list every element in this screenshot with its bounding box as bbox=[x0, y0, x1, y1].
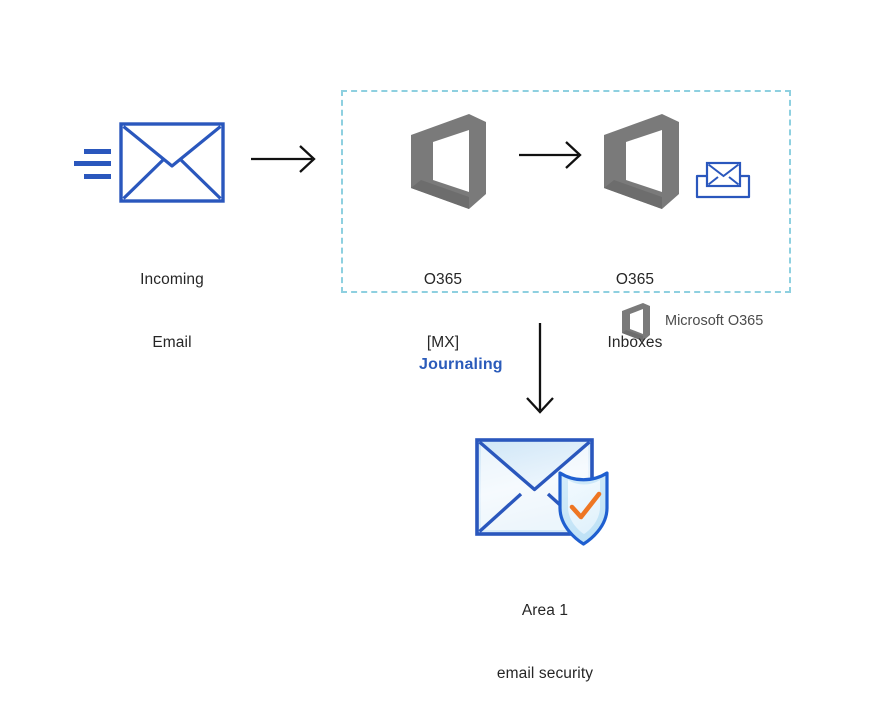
o365-inboxes-label: O365 Inboxes bbox=[560, 227, 710, 374]
area1-label: Area 1 email security bbox=[455, 558, 635, 705]
o365-mx-logo-icon bbox=[411, 114, 486, 209]
legend-o365-logo-icon bbox=[622, 303, 650, 341]
o365-mx-label-line2: [MX] bbox=[426, 334, 460, 351]
incoming-email-label-line2: Email bbox=[152, 334, 192, 351]
area1-envelope-shield-icon bbox=[475, 438, 609, 546]
arrow-incoming-to-mx bbox=[251, 145, 316, 173]
diagram-canvas bbox=[74, 114, 751, 546]
microsoft-o365-zone-boundary bbox=[341, 90, 791, 293]
journaling-label: Journaling bbox=[419, 356, 503, 373]
o365-inboxes-logo-icon bbox=[604, 114, 679, 209]
incoming-email-envelope-icon bbox=[119, 122, 225, 203]
o365-mx-label: O365 [MX] bbox=[368, 227, 518, 374]
incoming-email-label: Incoming Email bbox=[92, 227, 252, 374]
area1-label-line1: Area 1 bbox=[521, 602, 569, 619]
legend-label: Microsoft O365 bbox=[665, 313, 764, 329]
motion-lines-icon bbox=[74, 149, 111, 179]
o365-mx-label-line1: O365 bbox=[423, 271, 463, 288]
area1-label-line2: email security bbox=[496, 665, 594, 682]
o365-inboxes-label-line2: Inboxes bbox=[607, 334, 663, 351]
arrow-journaling-down bbox=[526, 323, 554, 414]
arrow-mx-to-inboxes bbox=[519, 141, 582, 169]
o365-inboxes-label-line1: O365 bbox=[615, 271, 655, 288]
incoming-email-label-line1: Incoming bbox=[140, 271, 204, 288]
inbox-tray-envelope-icon bbox=[695, 161, 751, 199]
